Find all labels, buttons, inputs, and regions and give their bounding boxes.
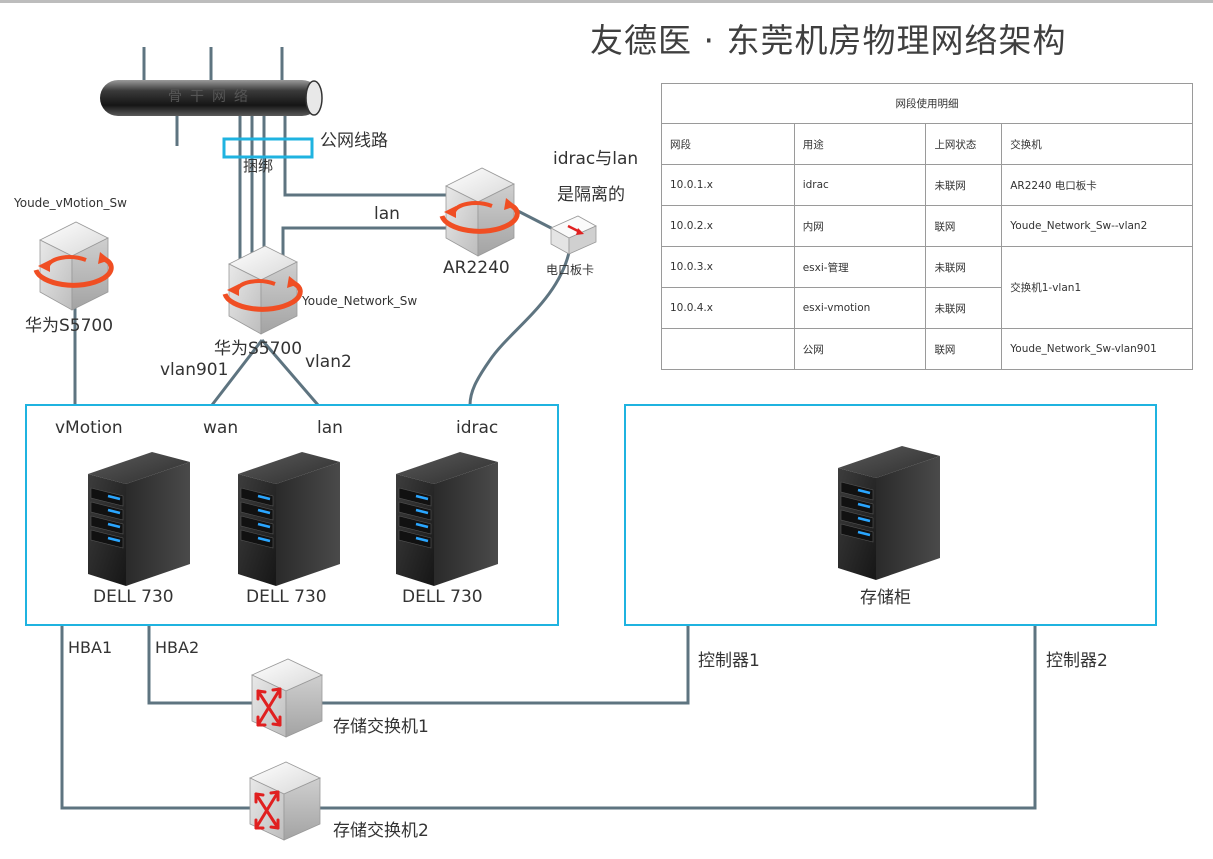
table-cell: 联网 [925, 205, 1003, 247]
server-1-label: DELL 730 [93, 587, 174, 607]
storage-switch-1-label: 存储交换机1 [333, 717, 429, 737]
network-switch-icon [225, 246, 300, 334]
table-cell: 交换机1-vlan1 [1001, 246, 1193, 329]
table-cell: idrac [793, 164, 927, 206]
table-cell: Youde_Network_Sw--vlan2 [1001, 205, 1193, 247]
table-cell: 10.0.3.x [661, 246, 795, 288]
top-rule [0, 0, 1213, 3]
table-cell: 未联网 [925, 246, 1003, 288]
vlan901-line [210, 339, 264, 406]
segment-table: 网段使用明细 网段 用途 上网状态 交换机 10.0.1.x idrac 未联网… [661, 83, 1193, 370]
hba1-label: HBA1 [68, 638, 113, 657]
idrac-line [468, 247, 572, 406]
server-2-label: DELL 730 [246, 587, 327, 607]
table-cell: 未联网 [925, 287, 1003, 329]
bundle-label: 捆绑 [243, 157, 274, 175]
public-line-to-router [283, 112, 446, 197]
network-switch-model: 华为S5700 [214, 339, 303, 359]
server-3-label: DELL 730 [402, 587, 483, 607]
table-row: 10.0.3.x esxi-管理 未联网 交换机1-vlan1 [661, 246, 1193, 329]
storage-switch-2-label: 存储交换机2 [333, 821, 429, 841]
page-title: 友德医 · 东莞机房物理网络架构 [590, 21, 1067, 60]
table-row: 10.0.1.x idrac 未联网 AR2240 电口板卡 [661, 164, 1193, 206]
lan-line [281, 226, 446, 262]
segment-table-header: 上网状态 [925, 123, 1003, 165]
table-cell: Youde_Network_Sw-vlan901 [1001, 328, 1193, 370]
idrac-note-line1: idrac与lan [553, 149, 639, 169]
backbone-pipe [100, 80, 323, 116]
controller1-line [320, 626, 690, 705]
table-row: 10.0.4.x esxi-vmotion 未联网 [661, 287, 1193, 329]
table-cell: 未联网 [925, 164, 1003, 206]
vlan2-line [260, 339, 320, 406]
storage-frame [624, 404, 1157, 626]
elec-card-icon [550, 215, 597, 255]
port-label-idrac: idrac [456, 418, 499, 438]
table-cell: 公网 [793, 328, 927, 370]
backbone-label: 骨干网络 [168, 89, 256, 105]
storage-cabinet-label: 存储柜 [860, 588, 911, 608]
table-cell: esxi-管理 [793, 246, 927, 288]
hba2-label: HBA2 [155, 638, 200, 657]
elec-card-label: 电口板卡 [546, 263, 595, 277]
table-cell [661, 328, 795, 370]
hba2-line [147, 626, 255, 705]
port-label-wan: wan [203, 418, 239, 438]
router-model: AR2240 [443, 258, 510, 278]
segment-table-caption: 网段使用明细 [661, 83, 1193, 124]
vmotion-switch-name: Youde_vMotion_Sw [14, 196, 127, 210]
bundle-box [222, 137, 314, 159]
segment-table-header: 用途 [793, 123, 927, 165]
table-row: 公网 联网 Youde_Network_Sw-vlan901 [661, 328, 1193, 370]
table-cell: 10.0.4.x [661, 287, 795, 329]
storage-switch-1-icon [250, 657, 324, 739]
controller1-label: 控制器1 [698, 651, 760, 671]
table-cell: 联网 [925, 328, 1003, 370]
table-cell: 10.0.2.x [661, 205, 795, 247]
storage-switch-2-icon [248, 760, 322, 842]
network-switch-name: Youde_Network_Sw [302, 294, 418, 308]
vlan901-label: vlan901 [160, 360, 229, 380]
table-cell: 10.0.1.x [661, 164, 795, 206]
port-label-vmotion: vMotion [55, 418, 123, 438]
table-cell: esxi-vmotion [793, 287, 927, 329]
router-icon [442, 168, 517, 256]
public-line-label: 公网线路 [320, 131, 388, 151]
segment-table-header-row: 网段 用途 上网状态 交换机 [661, 123, 1193, 165]
router-card-line [515, 208, 556, 232]
server-group-frame [25, 404, 559, 626]
table-row: 10.0.2.x 内网 联网 Youde_Network_Sw--vlan2 [661, 205, 1193, 247]
vmotion-switch-icon [36, 222, 111, 310]
segment-table-header: 交换机 [1001, 123, 1193, 165]
lan-link-label: lan [374, 204, 400, 224]
hba1-line [60, 626, 252, 810]
port-label-lan: lan [317, 418, 343, 438]
vmotion-switch-model: 华为S5700 [25, 316, 114, 336]
table-cell: 内网 [793, 205, 927, 247]
segment-table-header: 网段 [661, 123, 795, 165]
table-cell: AR2240 电口板卡 [1001, 164, 1193, 206]
idrac-note-line2: 是隔离的 [557, 185, 625, 205]
vlan2-label: vlan2 [305, 352, 352, 372]
controller2-label: 控制器2 [1046, 651, 1108, 671]
controller2-line [320, 626, 1037, 810]
